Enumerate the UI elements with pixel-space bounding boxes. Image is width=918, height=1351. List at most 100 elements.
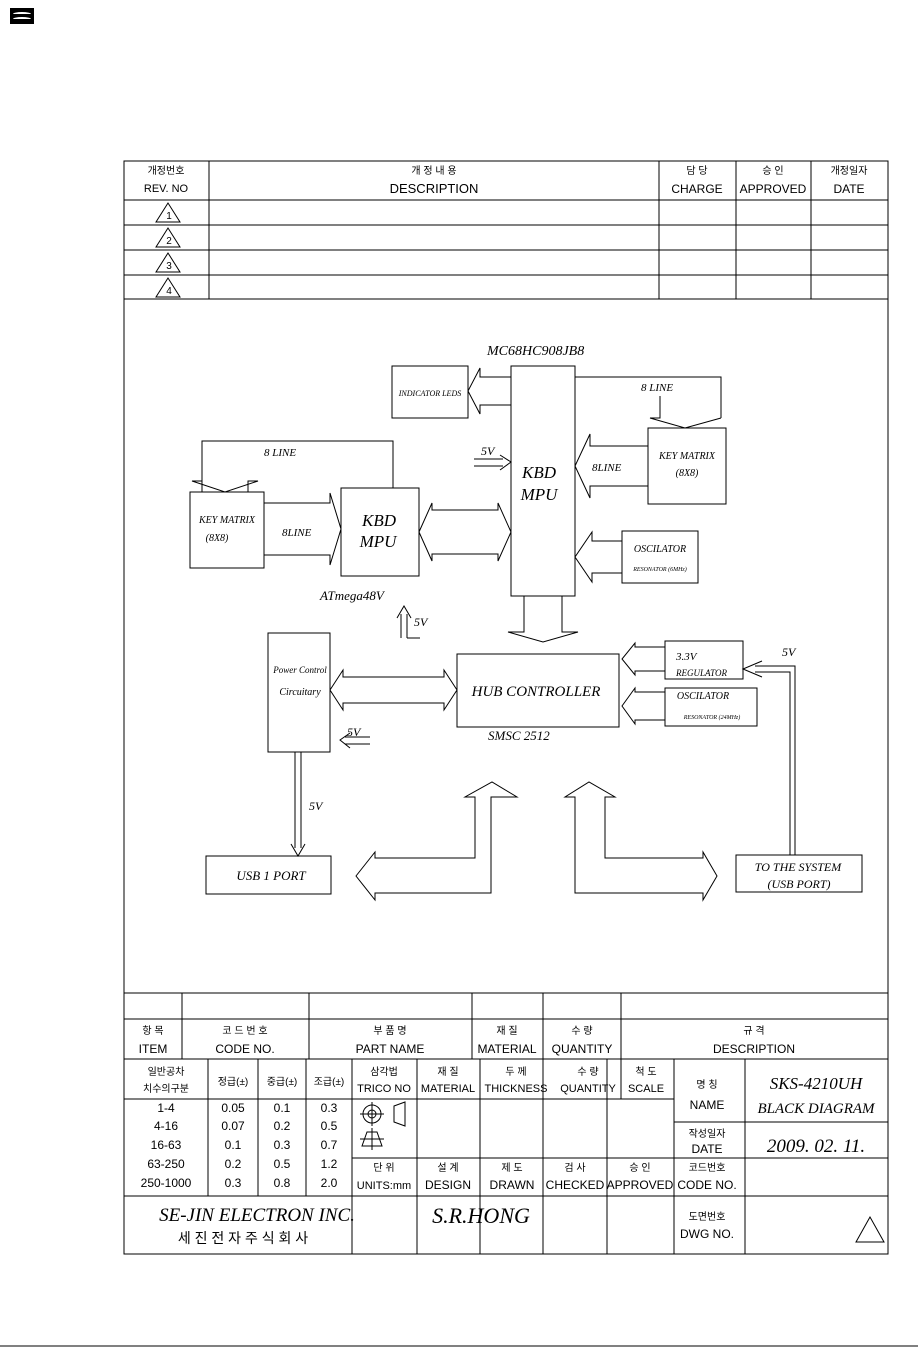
- material2-en: MATERIAL: [421, 1083, 475, 1095]
- title-block: [123, 992, 889, 1255]
- tol-fine: 0.2: [225, 1157, 242, 1171]
- tol-medium: 0.3: [274, 1138, 291, 1152]
- description-ko: 규 격: [743, 1024, 764, 1037]
- to-system-box: [735, 854, 863, 893]
- material-ko: 재 질: [496, 1025, 517, 1037]
- projection-en: TRICO NO: [357, 1083, 411, 1095]
- oscillator-24mhz-box: [664, 687, 758, 727]
- rev-date-ko: 개정일자: [831, 165, 868, 177]
- tol-range: 4-16: [154, 1119, 178, 1133]
- v5-sub-label: 5V: [414, 615, 429, 629]
- arrow-mpu-to-hub: [507, 596, 579, 643]
- tol-fine: 0.05: [221, 1101, 245, 1115]
- rev-approved-en: APPROVED: [740, 182, 807, 196]
- tol-fine: 0.1: [225, 1138, 242, 1152]
- arrow-hub-usb-port: [355, 781, 519, 902]
- block-diagram: [189, 365, 863, 902]
- revision-triangle-icon: [855, 1215, 885, 1243]
- projection-ko: 삼각법: [370, 1066, 398, 1078]
- mcu-main-part: MC68HC908JB8: [486, 344, 584, 359]
- checked-en: CHECKED: [546, 1178, 605, 1192]
- table-row: 1-4 0.05 0.1 0.3: [157, 1101, 337, 1115]
- precision-medium: 중급(±): [267, 1076, 298, 1088]
- drawn-ko: 제 도: [501, 1162, 522, 1174]
- arrow-5v-power: [339, 732, 370, 749]
- rev-no-en: REV. NO: [144, 183, 189, 195]
- item-en: ITEM: [139, 1042, 168, 1056]
- line8-right-wire: [575, 376, 722, 418]
- code-no-en: CODE NO.: [215, 1042, 274, 1056]
- oscillator-6mhz-box: [621, 530, 699, 584]
- date-value: 2009. 02. 11.: [767, 1136, 865, 1157]
- rev-description-ko: 개 정 내 용: [411, 165, 456, 177]
- company-logo-icon: [10, 8, 34, 24]
- arrow-power-hub: [329, 668, 458, 712]
- mcu-sub-part: ATmega48V: [319, 588, 386, 603]
- code-no-ko: 코 드 번 호: [222, 1025, 267, 1037]
- tol-medium: 0.8: [274, 1176, 291, 1190]
- key-matrix-left-box: [189, 491, 265, 569]
- v5-system-label: 5V: [782, 645, 797, 659]
- key-matrix-right-l1: KEY MATRIX: [658, 451, 716, 462]
- date-en: DATE: [691, 1142, 722, 1156]
- dwg-no-ko: 도면번호: [689, 1211, 726, 1223]
- arrow-hub-system: [563, 781, 718, 902]
- scale-en: SCALE: [628, 1083, 664, 1095]
- rev-charge-en: CHARGE: [671, 182, 722, 196]
- revision-triangle-icon: [155, 227, 181, 248]
- part-name-ko: 부 품 명: [373, 1025, 406, 1037]
- arrow-osc-6mhz-to-mpu: [574, 530, 622, 584]
- tol-medium: 0.1: [274, 1101, 291, 1115]
- name-ko: 명 칭: [696, 1079, 717, 1091]
- arrow-to-key-matrix-left: [191, 480, 259, 493]
- arrow-key-matrix-right-to-mpu: [574, 433, 648, 499]
- designer-name: S.R.HONG: [432, 1203, 530, 1228]
- line8-left-wire: [201, 440, 394, 492]
- usb-port-label: USB 1 PORT: [236, 868, 306, 883]
- design-en: DESIGN: [425, 1178, 471, 1192]
- rev-marker-3: 3: [166, 261, 172, 272]
- revision-triangle-icon: [155, 277, 181, 298]
- v5-power-label: 5V: [347, 725, 362, 739]
- bus8-right-label: 8LINE: [592, 462, 622, 474]
- tolerance-table: 1-4 0.05 0.1 0.3 4-16 0.07 0.2 0.5 16-63…: [141, 1101, 338, 1190]
- rev-charge-ko: 담 당: [686, 165, 707, 177]
- tol-medium: 0.2: [274, 1119, 291, 1133]
- material-en: MATERIAL: [477, 1042, 536, 1056]
- table-row: 4-16 0.07 0.2 0.5: [154, 1119, 338, 1133]
- company-name-en: SE-JIN ELECTRON INC.: [159, 1205, 355, 1226]
- tol-header-ko-1: 일반공차: [148, 1066, 185, 1078]
- oscillator-6-l1: OSCILATOR: [634, 544, 686, 555]
- precision-coarse: 조급(±): [314, 1076, 345, 1088]
- kbd-mpu-main-l2: MPU: [520, 485, 560, 504]
- v5-usb-label: 5V: [309, 799, 324, 813]
- rev-no-ko: 개정번호: [148, 165, 185, 177]
- kbd-mpu-main-box: [510, 365, 576, 597]
- approved-ko: 승 인: [629, 1162, 650, 1174]
- item-ko: 항 목: [142, 1025, 163, 1037]
- tol-coarse: 2.0: [321, 1176, 338, 1190]
- rev-marker-1: 1: [166, 211, 172, 222]
- thickness-en: THICKNESS: [485, 1083, 548, 1095]
- design-ko: 설 계: [437, 1162, 458, 1174]
- quantity2-ko: 수 량: [577, 1066, 598, 1078]
- scale-ko: 척 도: [635, 1066, 656, 1078]
- code-no2-ko: 코드번호: [689, 1162, 726, 1174]
- revision-triangle-icon: [155, 202, 181, 223]
- power-control-l1: Power Control: [272, 665, 327, 675]
- date-ko: 작성일자: [689, 1128, 726, 1140]
- rev-date-en: DATE: [833, 182, 864, 196]
- indicator-leds-label: INDICATOR LEDS: [398, 389, 461, 398]
- kbd-mpu-sub-l1: KBD: [361, 511, 397, 530]
- usb-port-box: [205, 855, 332, 895]
- kbd-mpu-main-l1: KBD: [521, 463, 557, 482]
- arrow-osc-24mhz-to-hub: [621, 686, 665, 726]
- regulator-box: [664, 640, 744, 680]
- regulator-l2: REGULATOR: [675, 668, 728, 678]
- company-name-ko: 세 진 전 자 주 식 회 사: [178, 1230, 308, 1246]
- rev-marker-2: 2: [166, 236, 172, 247]
- projection-symbol-icon: [360, 1101, 406, 1150]
- hub-controller-label: HUB CONTROLLER: [471, 684, 601, 700]
- arrow-5v-usb: [290, 752, 306, 857]
